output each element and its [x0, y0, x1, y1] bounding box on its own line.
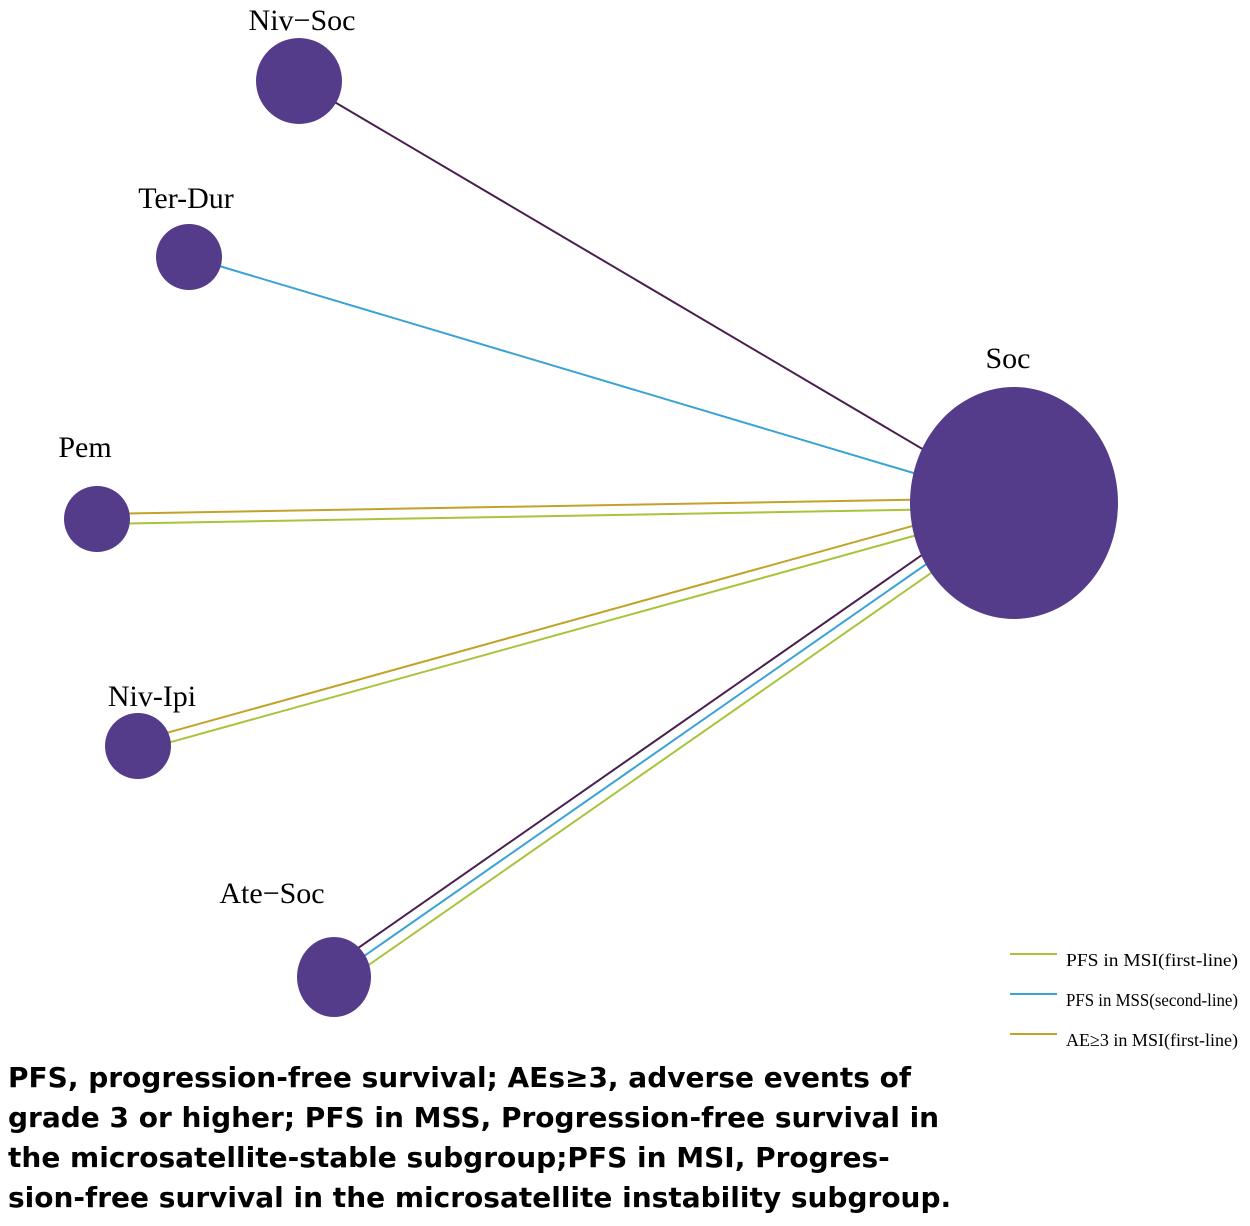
caption-line: PFS, progression-free survival; AEs≥3, a…	[8, 1061, 912, 1094]
edge-ate-soc-soc-pfs-msi-first	[339, 510, 1021, 987]
node-ate-soc	[297, 937, 371, 1017]
node-label-niv-ipi: Niv-Ipi	[108, 680, 196, 713]
edge-ter-dur-soc-pfs-mss-second	[188, 256, 1015, 504]
node-niv-soc	[256, 38, 342, 124]
edge-niv-ipi-soc-pfs-msi-first	[139, 506, 1016, 752]
node-label-ter-dur: Ter-Dur	[138, 182, 234, 215]
edge-ate-soc-soc-pfs-mss-second	[333, 502, 1015, 978]
node-label-pem: Pem	[58, 431, 111, 464]
legend-label-pfs-mss-second: PFS in MSS(second-line)	[1066, 990, 1238, 1011]
legend: PFS in MSI(first-line) PFS in MSS(second-…	[1010, 950, 1238, 1050]
node-pem	[64, 486, 130, 552]
edge-pem-soc-ae-msi-first	[96, 497, 1014, 515]
network-edges	[96, 80, 1021, 987]
node-label-soc: Soc	[986, 342, 1031, 375]
node-label-ate-soc: Ate−Soc	[219, 877, 324, 910]
edge-pem-soc-pfs-msi-first	[97, 507, 1015, 525]
figure-caption: PFS, progression-free survival; AEs≥3, a…	[8, 1058, 1008, 1218]
edge-niv-soc-soc-pfs-mss-first	[298, 80, 1015, 504]
node-niv-ipi	[105, 713, 171, 779]
node-soc	[910, 387, 1118, 619]
caption-line: the microsatellite-stable subgroup;PFS i…	[8, 1141, 890, 1174]
legend-label-ae-msi-first: AE≥3 in MSI(first-line)	[1066, 1030, 1238, 1050]
caption-line: grade 3 or higher; PFS in MSS, Progressi…	[8, 1101, 940, 1134]
legend-label-pfs-msi-first: PFS in MSI(first-line)	[1066, 950, 1238, 971]
edge-niv-ipi-soc-ae-msi-first	[136, 497, 1013, 743]
caption-line: sion-free survival in the microsatellite…	[8, 1181, 952, 1214]
node-ter-dur	[156, 224, 222, 290]
node-label-niv-soc: Niv−Soc	[249, 4, 356, 37]
edge-ate-soc-soc-pfs-mss-first	[327, 493, 1009, 970]
